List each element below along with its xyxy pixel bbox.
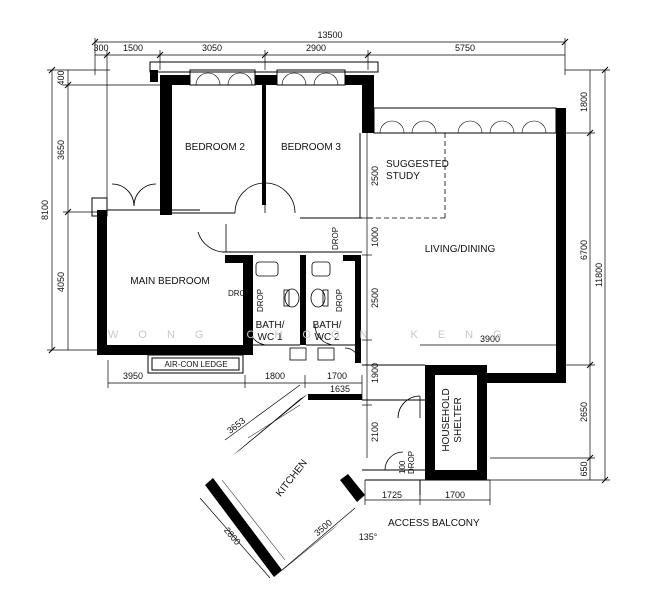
dim-top-2: 1500 (123, 43, 143, 53)
dim-left-3: 4050 (56, 272, 66, 292)
dim-top-5: 5750 (455, 43, 475, 53)
dim-total-width: 13500 (317, 30, 342, 40)
dim-left-1: 400 (56, 70, 66, 85)
watermark: WONG CHOON KENG (108, 329, 522, 341)
room-bath-1-line2: WC 1 (258, 332, 283, 343)
dim-bottom-1635: 1635 (330, 384, 350, 394)
room-kitchen: KITCHEN (274, 458, 310, 499)
dim-top-3: 3050 (202, 43, 222, 53)
partitions (91, 61, 557, 561)
drop-labels: DROP DROP DROP DROP 100 DROP (228, 227, 416, 474)
drop-label-bedroom: DROP (228, 289, 251, 298)
drop-label-kitchen: DROP (407, 451, 416, 474)
dimension-lines (47, 38, 610, 579)
room-study-line2: STUDY (386, 171, 420, 182)
dimension-labels: 13500 300 1500 3050 2900 5750 8100 400 3… (40, 30, 604, 547)
dim-kitchen-top: 3653 (225, 416, 247, 436)
dim-right-total: 11800 (594, 263, 604, 287)
dim-bottom-2: 1800 (265, 371, 285, 381)
room-main-bedroom: MAIN BEDROOM (130, 276, 209, 287)
room-bedroom-2: BEDROOM 2 (185, 142, 245, 153)
room-living-dining: LIVING/DINING (425, 244, 496, 255)
dim-mid-4: 1900 (370, 363, 380, 383)
dim-bottom-3: 1700 (327, 371, 347, 381)
drop-label-living: DROP (331, 227, 340, 250)
room-shelter-line2: SHELTER (453, 397, 464, 442)
dim-mid-3: 2500 (370, 288, 380, 308)
dim-right-3: 2650 (579, 402, 589, 422)
dim-mid-1: 2500 (370, 166, 380, 186)
room-shelter-line1: HOUSEHOLD (441, 388, 452, 451)
dim-balcony-2: 1700 (445, 490, 465, 500)
walls (97, 70, 566, 577)
door-swings (111, 182, 421, 471)
room-bath-2-line2: WC 2 (315, 332, 340, 343)
dim-balcony-1: 1725 (382, 490, 402, 500)
dim-living-width: 3900 (480, 334, 500, 344)
room-study-line1: SUGGESTED (386, 159, 449, 170)
room-bath-2-line1: BATH/ (313, 320, 342, 331)
dim-right-4: 650 (579, 461, 589, 476)
room-bedroom-3: BEDROOM 3 (281, 142, 341, 153)
dim-mid-5: 2100 (370, 422, 380, 442)
bath-fixtures (255, 261, 335, 361)
dim-mid-2: 1000 (370, 227, 380, 247)
room-bath-1-line1: BATH/ (256, 320, 285, 331)
dim-top-1: 300 (93, 43, 108, 53)
room-labels: BEDROOM 2 BEDROOM 3 SUGGESTED STUDY LIVI… (130, 142, 495, 529)
dim-right-1: 1800 (579, 92, 589, 112)
dim-top-4: 2900 (306, 43, 326, 53)
drop-label-bath-2: DROP (335, 289, 344, 312)
drop-label-100: 100 (398, 460, 407, 474)
room-aircon-ledge: AIR-CON LEDGE (164, 360, 227, 369)
dim-angle: 135° (359, 532, 378, 542)
dim-left-outer: 8100 (40, 200, 50, 220)
dim-left-2: 3650 (56, 140, 66, 160)
dimension-ticks (48, 38, 609, 484)
window-sashes (195, 72, 547, 134)
dim-bottom-1: 3950 (123, 371, 143, 381)
room-access-balcony: ACCESS BALCONY (388, 518, 480, 529)
drop-label-bath-1: DROP (256, 289, 265, 312)
dim-right-2: 6700 (579, 240, 589, 260)
